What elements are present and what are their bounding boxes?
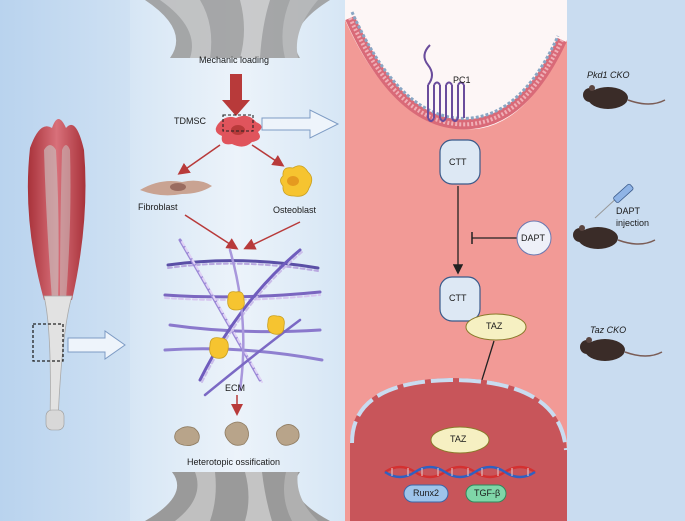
tdmsc-selection-box [222, 114, 254, 132]
taz-nuc-ellipse [430, 426, 490, 454]
dapt-injection-label-2: injection [616, 218, 650, 228]
loading-arrow [222, 74, 250, 116]
dna-icon [384, 465, 536, 479]
cell-membrane [345, 0, 567, 130]
fibroblast-icon [140, 180, 212, 196]
dapt-label: DAPT [521, 233, 546, 243]
fibroblast-label: Fibroblast [138, 202, 178, 212]
runx2-label: Runx2 [413, 488, 440, 498]
tendon-fibers-bottom [145, 472, 330, 521]
mouse-icon [583, 85, 666, 109]
receptor-icon [423, 44, 465, 122]
arrow-to-osteoblast [251, 144, 285, 167]
ecm-label: ECM [225, 383, 245, 393]
pkd1-cko-label: Pkd1 CKO [587, 70, 630, 80]
taz-nuc-label: TAZ [450, 434, 467, 444]
right-panel-background [567, 0, 685, 521]
tdmsc-label: TDMSC [174, 116, 206, 126]
tgfb-pill [465, 484, 507, 503]
ctt-bottom-box [439, 276, 481, 322]
runx2-pill [403, 484, 449, 503]
zoom-arrow-left [67, 330, 126, 360]
arrow-fibroblast-to-ecm [184, 214, 239, 250]
mechanic-loading-label: Mechanic loading [199, 55, 270, 65]
tendon-fibers-top [145, 0, 330, 58]
arrow-to-fibroblast [177, 144, 221, 175]
ctt-top-label: CTT [449, 157, 467, 167]
collagen-fiber-icon [163, 238, 324, 397]
tendon-muscle-icon [27, 119, 86, 431]
mouse-icon [573, 225, 656, 249]
heterotopic-label: Heterotopic ossification [187, 457, 281, 467]
osteoblast-label: Osteoblast [273, 205, 317, 215]
mouse-icon [580, 337, 663, 361]
tgfb-label: TGF-β [474, 488, 501, 498]
dapt-injection-label-1: DAPT [616, 206, 641, 216]
osteoblast-icon [280, 165, 313, 197]
zoom-arrow-middle [261, 109, 340, 139]
syringe-icon [594, 183, 634, 219]
ctt-bottom-label: CTT [449, 293, 467, 303]
taz-cyto-ellipse [465, 313, 527, 341]
tendon-selection-box [32, 323, 64, 362]
ecm-osteoblast-icons [209, 291, 285, 359]
bone-fragment-icon [174, 421, 300, 446]
dapt-circle [516, 220, 552, 256]
taz-cyto-label: TAZ [486, 321, 503, 331]
taz-cko-label: Taz CKO [590, 325, 627, 335]
ctt-top-box [439, 139, 481, 185]
arrow-osteoblast-to-ecm [243, 221, 301, 250]
pc1-label: PC1 [453, 75, 471, 85]
